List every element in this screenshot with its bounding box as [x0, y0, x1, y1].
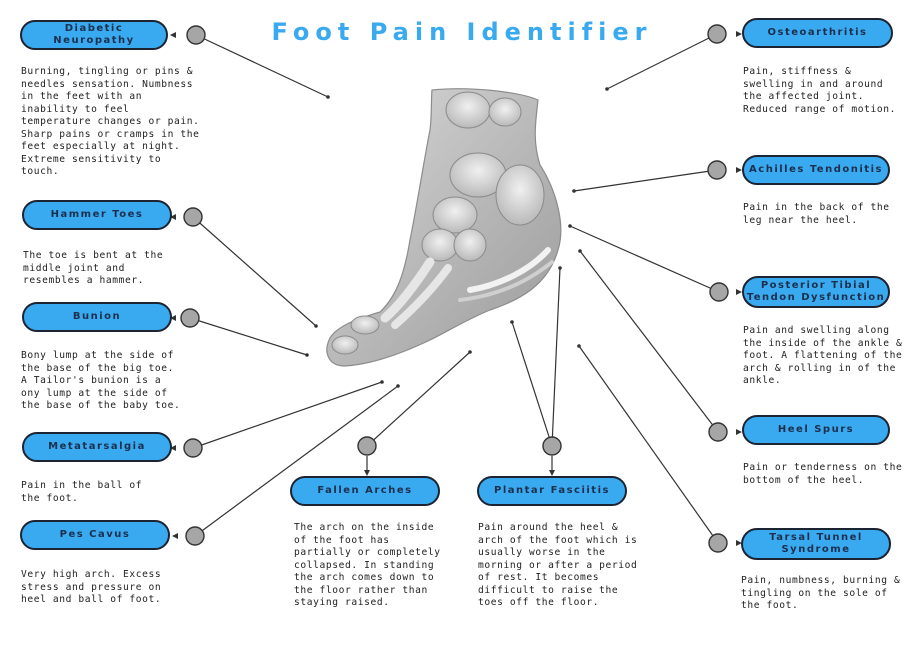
node-heel-spurs[interactable] [708, 422, 728, 442]
metatarsalgia-description: Pain in the ball of the foot. [21, 480, 143, 504]
plantar-fasciitis-description: Pain around the heel & arch of the foot … [478, 522, 638, 608]
bunion-description: Bony lump at the side of the base of the… [21, 350, 181, 411]
node-metatarsalgia[interactable] [183, 438, 203, 458]
achilles-tendonitis-label[interactable]: Achilles Tendonitis [742, 155, 890, 185]
node-posterior-tibial[interactable] [709, 282, 729, 302]
node-bunion[interactable] [180, 308, 200, 328]
osteoarthritis-label[interactable]: Osteoarthritis [742, 18, 893, 48]
posterior-tibial-label[interactable]: Posterior Tibial Tendon Dysfunction [742, 276, 890, 308]
posterior-tibial-description: Pain and swelling along the inside of th… [743, 325, 903, 386]
pes-cavus-label[interactable]: Pes Cavus [20, 520, 170, 550]
metatarsalgia-label[interactable]: Metatarsalgia [22, 432, 172, 462]
node-diabetic-neuropathy[interactable] [186, 25, 206, 45]
tarsal-tunnel-label[interactable]: Tarsal Tunnel Syndrome [741, 528, 891, 560]
osteoarthritis-description: Pain, stiffness & swelling in and around… [743, 66, 897, 115]
diabetic-neuropathy-description: Burning, tingling or pins & needles sens… [21, 66, 200, 177]
node-hammer-toes[interactable] [183, 207, 203, 227]
heel-spurs-label[interactable]: Heel Spurs [742, 415, 890, 445]
heel-spurs-description: Pain or tenderness on the bottom of the … [743, 462, 903, 486]
node-pes-cavus[interactable] [185, 526, 205, 546]
connector-lines [189, 33, 720, 544]
node-plantar-fasciitis[interactable] [542, 436, 562, 456]
hammer-toes-description: The toe is bent at the middle joint and … [23, 250, 164, 286]
target-dots [305, 87, 609, 388]
node-tarsal-tunnel[interactable] [708, 533, 728, 553]
node-achilles-tendonitis[interactable] [707, 160, 727, 180]
node-osteoarthritis[interactable] [707, 24, 727, 44]
tarsal-tunnel-description: Pain, numbness, burning & tingling on th… [741, 575, 901, 611]
hammer-toes-label[interactable]: Hammer Toes [22, 200, 172, 230]
diabetic-neuropathy-label[interactable]: Diabetic Neuropathy [20, 20, 168, 50]
bunion-label[interactable]: Bunion [22, 302, 172, 332]
fallen-arches-description: The arch on the inside of the foot has p… [294, 522, 441, 608]
node-fallen-arches[interactable] [357, 436, 377, 456]
fallen-arches-label[interactable]: Fallen Arches [290, 476, 440, 506]
foot-illustration [326, 88, 562, 367]
page-title: Foot Pain Identifier [271, 18, 653, 46]
plantar-fasciitis-label[interactable]: Plantar Fasciitis [477, 476, 627, 506]
pes-cavus-description: Very high arch. Excess stress and pressu… [21, 569, 162, 605]
achilles-tendonitis-description: Pain in the back of the leg near the hee… [743, 202, 890, 226]
